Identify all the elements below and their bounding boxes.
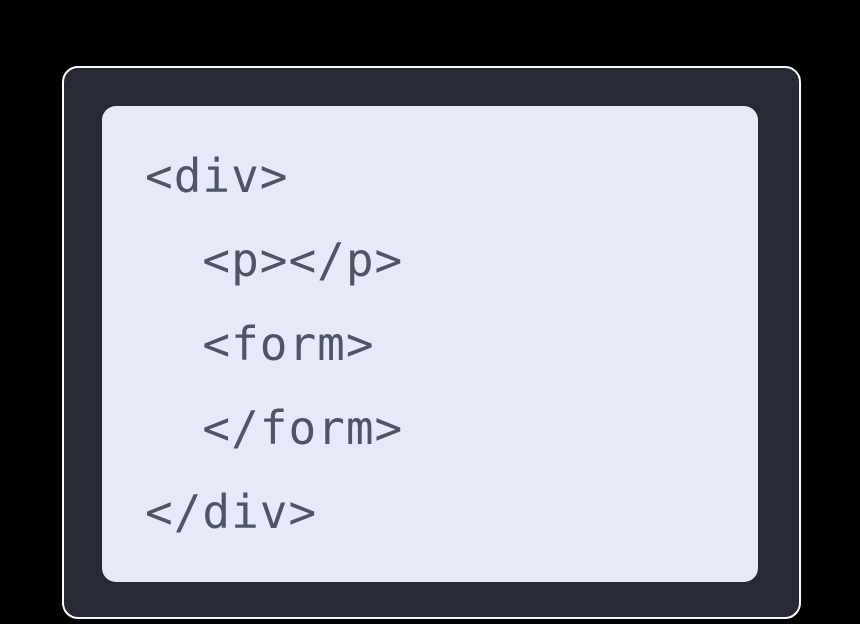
- code-card: <div> <p></p> <form> </form> </div>: [62, 66, 801, 619]
- code-line: <p></p>: [145, 233, 404, 287]
- code-panel: <div> <p></p> <form> </form> </div>: [102, 106, 758, 582]
- code-line: <div>: [145, 149, 289, 203]
- code-line: <form>: [145, 317, 375, 371]
- code-line: </div>: [145, 485, 318, 539]
- code-line: </form>: [145, 401, 404, 455]
